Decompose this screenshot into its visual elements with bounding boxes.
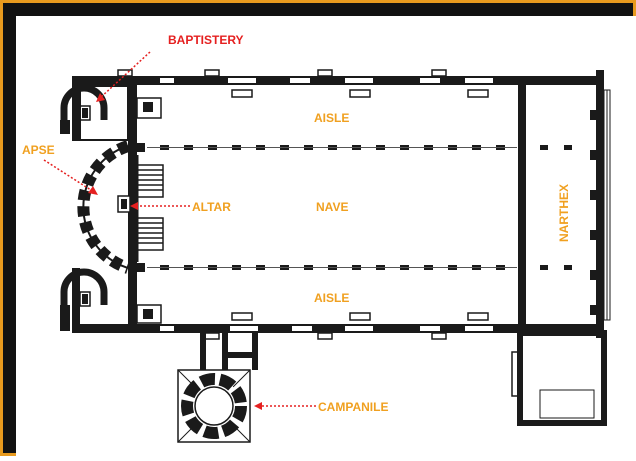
baptistery-arrowhead: [96, 93, 105, 102]
buttresses: [117, 69, 489, 340]
main-walls: [72, 70, 604, 338]
lower-chapel: [60, 268, 108, 331]
campanile-connector: [200, 333, 258, 370]
southeast-annex: [511, 330, 607, 426]
window-openings: [160, 78, 493, 331]
altar: [117, 195, 131, 213]
label-campanile: CAMPANILE: [318, 400, 388, 414]
label-aisle-bottom: AISLE: [314, 291, 349, 305]
column-row-top-dots: [147, 147, 517, 148]
label-aisle-top: AISLE: [314, 111, 349, 125]
leader-arrows: [43, 51, 316, 410]
label-nave: NAVE: [316, 200, 348, 214]
altar-arrowhead: [130, 202, 138, 210]
campanile: [177, 369, 251, 443]
apse: [77, 140, 130, 274]
narthex-portico: [603, 89, 611, 321]
label-altar: ALTAR: [192, 200, 231, 214]
altar-tomb-bottom: [136, 304, 162, 324]
altar-tomb-top: [136, 97, 162, 119]
baptistery-leader: [99, 51, 151, 99]
narthex-columns: [519, 100, 596, 315]
label-narthex: NARTHEX: [557, 184, 571, 242]
baptistery: [60, 84, 129, 141]
column-row-bottom-dots: [147, 267, 517, 268]
altar-tomb-bottom-inner: [143, 309, 153, 319]
campanile-arrowhead: [254, 402, 262, 410]
apse-arrowhead: [88, 186, 98, 195]
altar-tomb-top-inner: [143, 102, 153, 112]
apse-leader: [43, 159, 95, 193]
label-apse: APSE: [22, 143, 55, 157]
label-baptistery: BAPTISTERY: [168, 33, 244, 47]
